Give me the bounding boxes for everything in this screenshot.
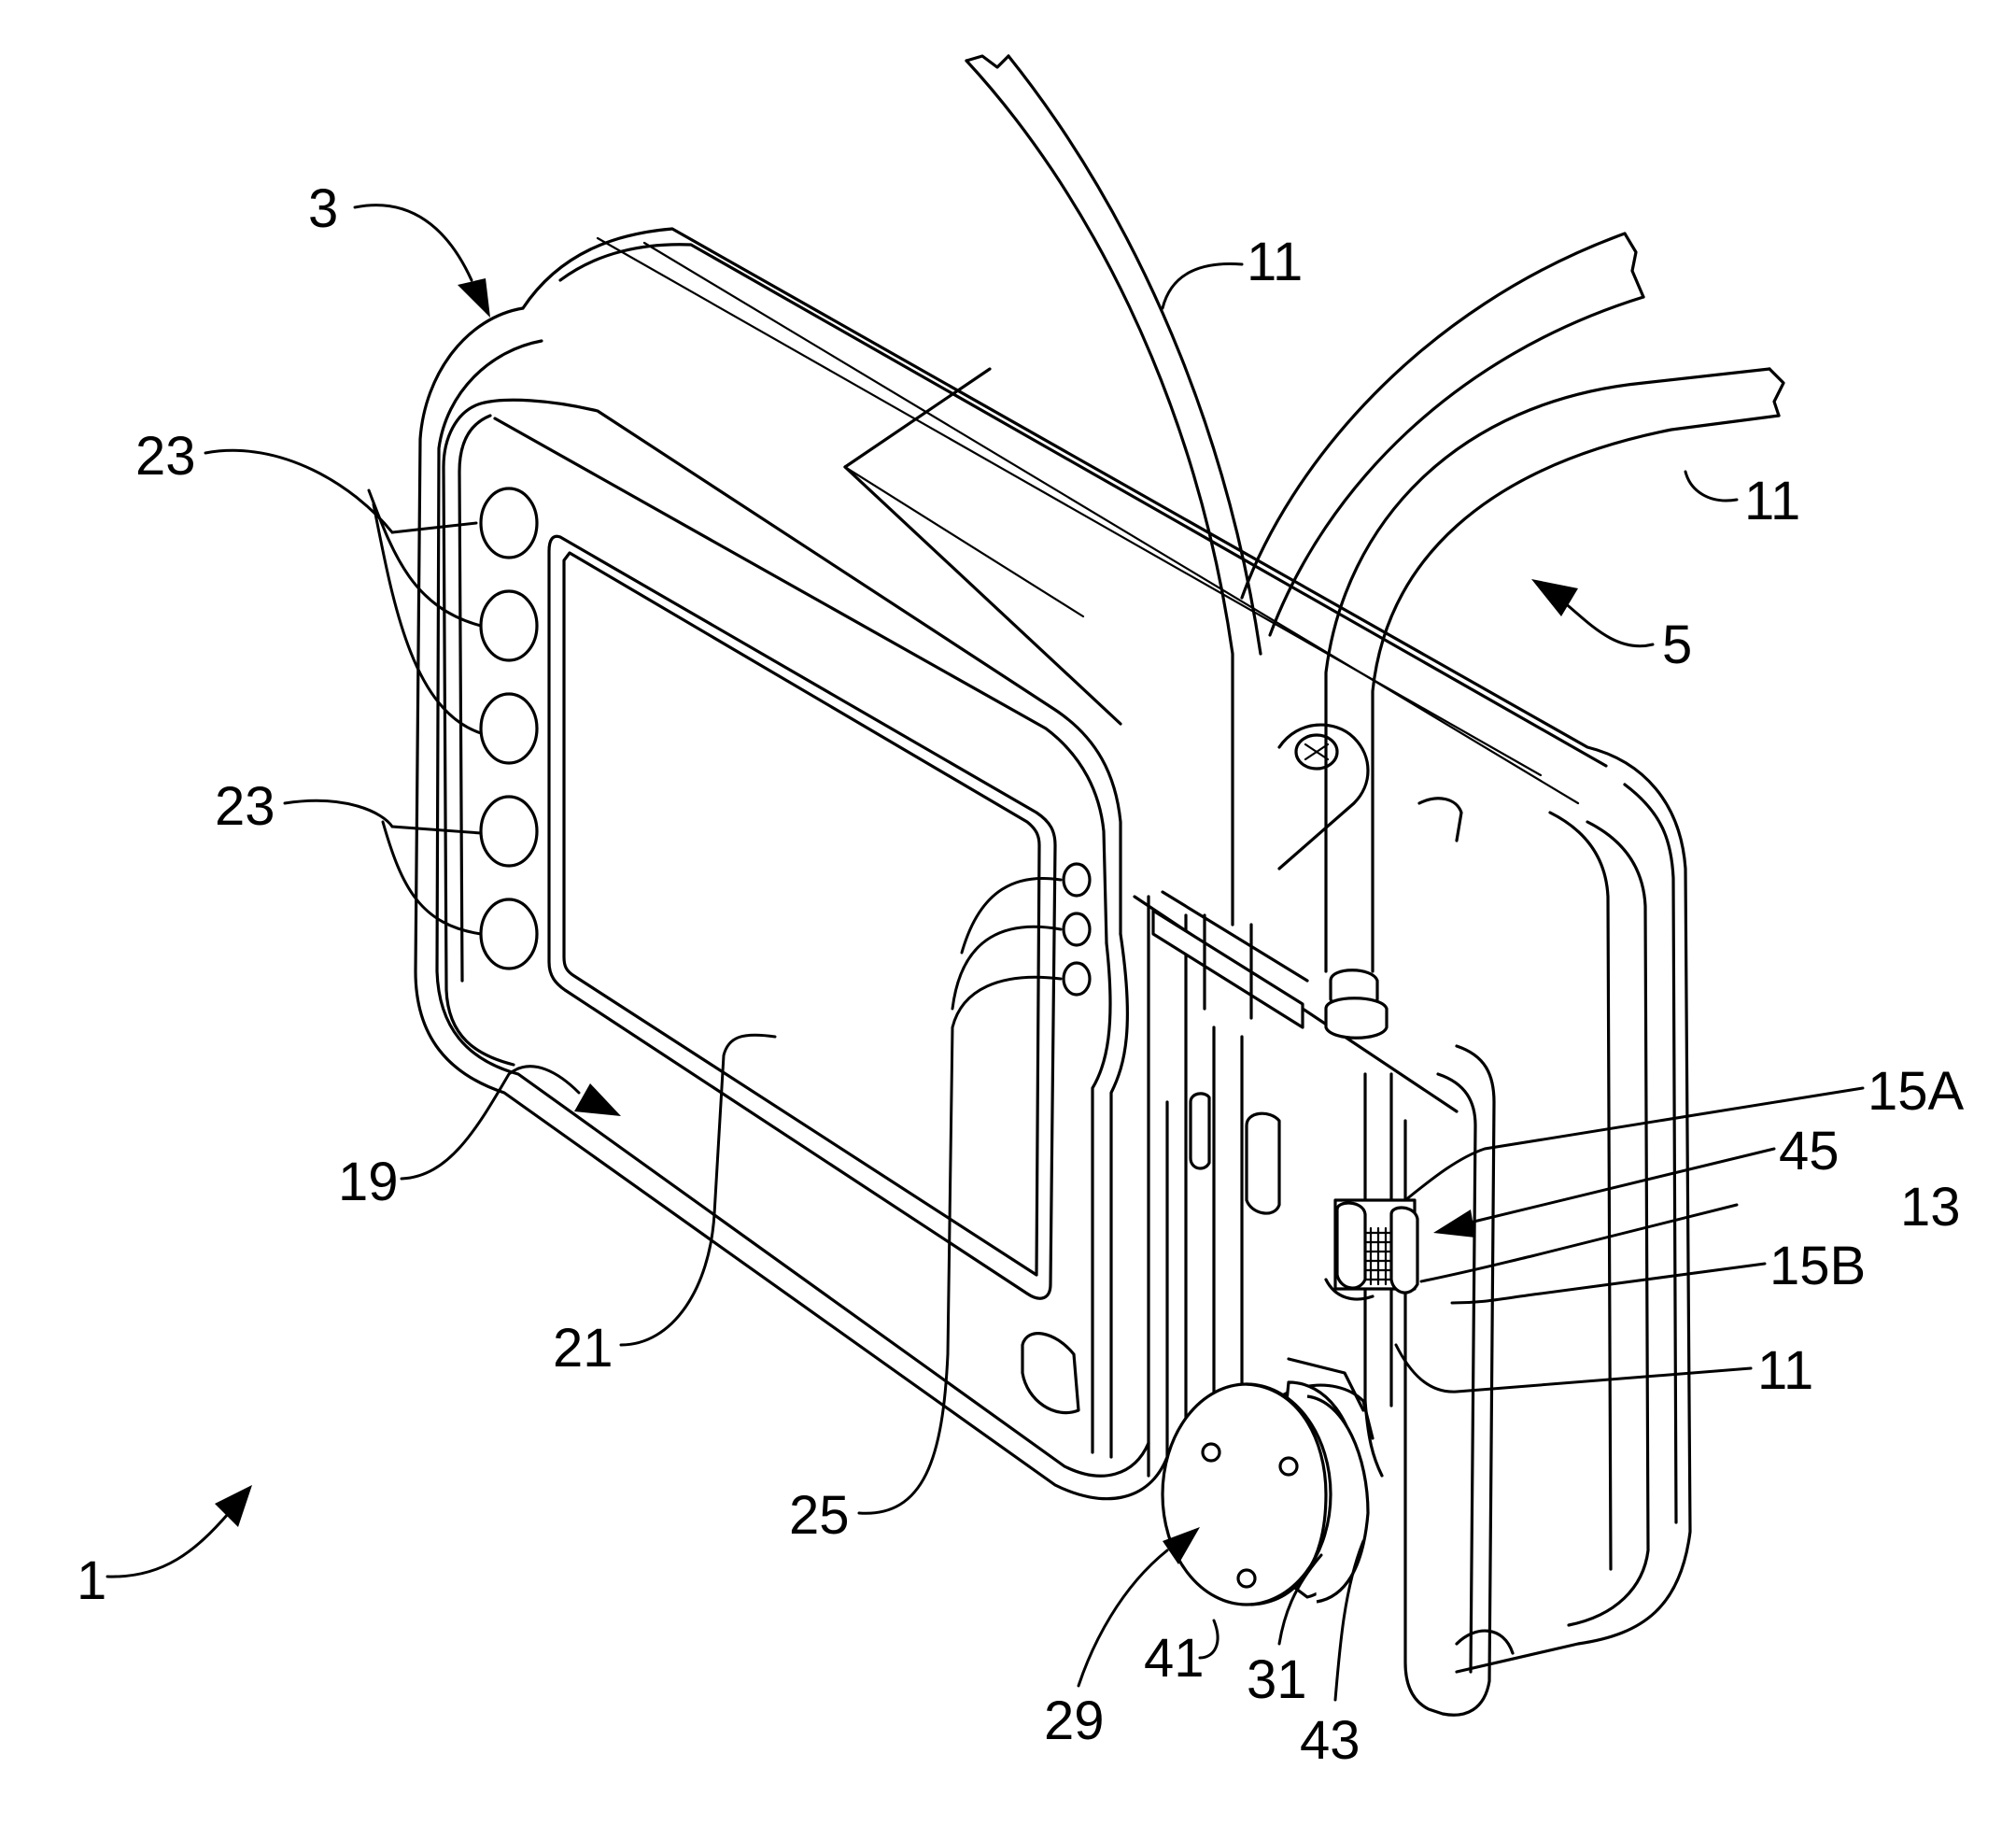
button-4[interactable] (481, 797, 537, 866)
sensor-assembly (1326, 1200, 1417, 1299)
label-rotor-shaft: 43 (1300, 1710, 1360, 1771)
label-tubing-top-right: 11 (1744, 471, 1800, 531)
button-1[interactable] (481, 488, 537, 558)
label-tubing-lower: 11 (1757, 1340, 1813, 1401)
label-rotor-disk: 41 (1144, 1628, 1205, 1689)
button-3[interactable] (481, 694, 537, 763)
label-pump-set: 5 (1662, 615, 1692, 675)
label-valve-assembly: 13 (1900, 1177, 1961, 1238)
button-2[interactable] (481, 591, 537, 660)
label-sensor-lower: 15B (1769, 1236, 1866, 1296)
rotor-assembly (1163, 1359, 1373, 1605)
button-5[interactable] (481, 899, 537, 969)
label-sensor-housing: 45 (1779, 1121, 1840, 1181)
label-indicator-lights: 25 (789, 1485, 850, 1546)
button-column (481, 488, 537, 969)
label-housing: 3 (308, 178, 338, 239)
label-device: 1 (77, 1550, 106, 1611)
label-front-face: 19 (338, 1152, 399, 1212)
label-sensor-upper: 15A (1868, 1061, 1965, 1122)
display-screen (549, 536, 1055, 1298)
label-buttons-lower: 23 (215, 776, 275, 837)
label-buttons-upper: 23 (135, 426, 196, 487)
label-rotor-hub: 31 (1247, 1649, 1307, 1710)
reference-labels: 1 3 5 11 11 11 15A 45 13 15B 19 21 23 23… (77, 178, 1965, 1771)
indicator-lights (1022, 864, 1090, 1413)
leader-lines (107, 205, 1863, 1700)
label-tubing-top-left: 11 (1247, 232, 1303, 292)
label-rotor-assembly: 29 (1044, 1690, 1105, 1751)
label-display-screen: 21 (553, 1318, 613, 1379)
